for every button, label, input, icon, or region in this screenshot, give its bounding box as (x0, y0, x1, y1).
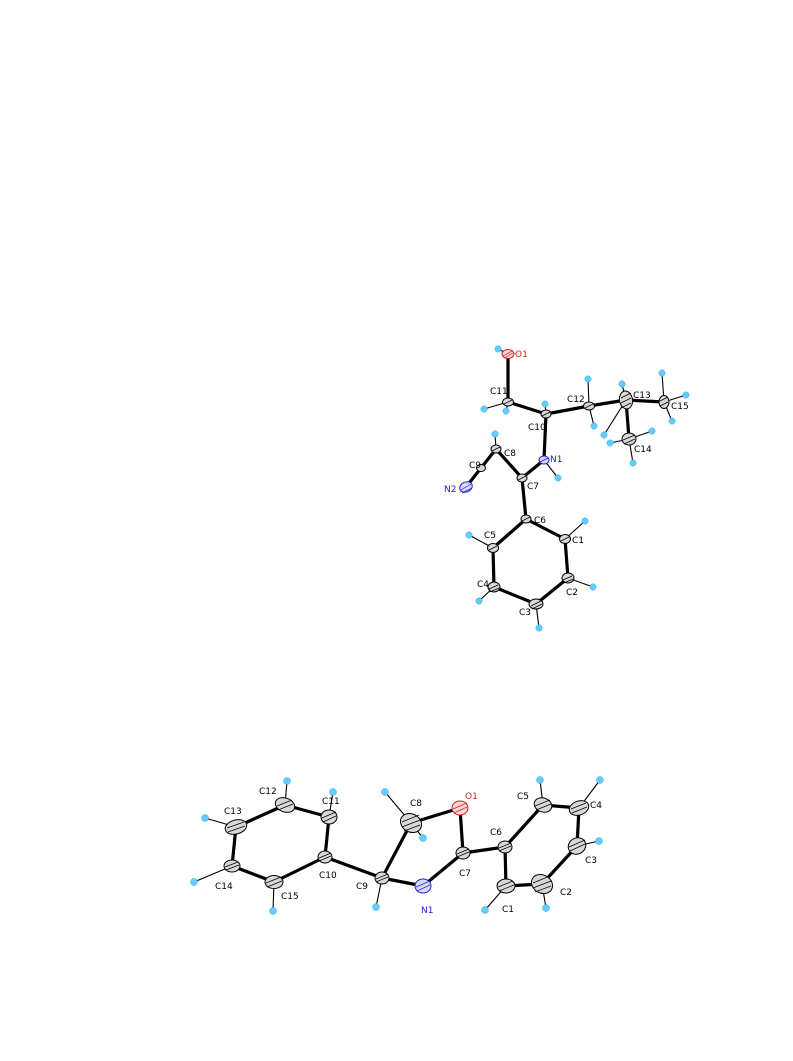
atom-c10 (540, 409, 552, 419)
label-c15: C15 (671, 402, 689, 412)
label2-c13: C13 (224, 807, 242, 817)
atom-c14 (621, 432, 637, 446)
label2-c7: C7 (459, 869, 471, 879)
label2-c15: C15 (281, 892, 299, 902)
label-c2: C2 (566, 588, 578, 598)
label2-c11: C11 (322, 797, 340, 807)
atom2-c7 (455, 846, 471, 860)
atom-c12 (583, 401, 595, 411)
label-c9: C9 (469, 461, 481, 471)
atom-c13 (618, 390, 634, 410)
atom2-c12 (274, 797, 296, 813)
atoms-1 (459, 349, 670, 610)
label2-n1: N1 (421, 906, 433, 916)
label2-c9: C9 (356, 882, 368, 892)
label-o1: O1 (515, 350, 528, 360)
label2-c5: C5 (517, 792, 529, 802)
atom-c4 (487, 581, 501, 593)
label-c5: C5 (484, 531, 496, 541)
atom2-c15 (264, 875, 284, 889)
labels-1: O1 C11 C10 C12 C13 C14 C15 N1 C8 C9 C7 N… (444, 350, 689, 618)
atom2-c1 (496, 878, 516, 894)
label2-c12: C12 (259, 787, 277, 797)
atom-c15 (658, 395, 670, 409)
label-c4: C4 (477, 580, 489, 590)
label-c13: C13 (633, 391, 651, 401)
atom-c7 (516, 473, 528, 483)
label-n2: N2 (444, 485, 456, 495)
atom-n2 (459, 481, 473, 494)
label2-o1: O1 (465, 792, 478, 802)
atoms-2 (223, 797, 590, 895)
label-n1: N1 (550, 455, 562, 465)
atom2-o1 (451, 800, 469, 816)
atom-c2 (561, 572, 575, 584)
label-c7: C7 (527, 482, 539, 492)
hydrogen-atoms-2 (190, 776, 604, 915)
label2-c1: C1 (502, 905, 514, 915)
atom2-c6 (497, 840, 513, 854)
label2-c2: C2 (560, 888, 572, 898)
atom2-c5 (533, 797, 553, 813)
atom-c11 (502, 397, 514, 407)
atom-c3 (528, 598, 544, 610)
label2-c6: C6 (490, 828, 502, 838)
label2-c3: C3 (585, 856, 597, 866)
label-c14: C14 (634, 445, 652, 455)
atom2-c13 (224, 819, 248, 835)
atom2-n1 (414, 878, 432, 894)
label2-c10: C10 (319, 871, 337, 881)
label2-c14: C14 (215, 882, 233, 892)
label-c6: C6 (534, 516, 546, 526)
label-c11: C11 (490, 387, 508, 397)
atom-c6 (520, 514, 532, 524)
structure-2: C12 C11 C8 O1 C5 C4 C13 C6 C3 C10 C9 C7 … (190, 776, 604, 916)
atom-c5 (487, 543, 499, 553)
label2-c4: C4 (590, 801, 602, 811)
hydrogen-atoms-1 (465, 345, 690, 632)
label-c1: C1 (572, 536, 584, 546)
atom2-c11 (320, 809, 338, 825)
label-c12: C12 (567, 395, 585, 405)
atom-n1 (538, 455, 550, 465)
labels-2: C12 C11 C8 O1 C5 C4 C13 C6 C3 C10 C9 C7 … (215, 787, 602, 916)
label-c10: C10 (528, 423, 546, 433)
atom-c9 (476, 464, 486, 472)
atom-c8 (490, 444, 502, 454)
atom2-c8 (399, 812, 423, 834)
atom2-c10 (317, 850, 333, 864)
atom-o1 (501, 349, 515, 359)
atom2-c2 (530, 873, 554, 895)
atom2-c9 (374, 871, 390, 885)
atom2-c4 (568, 800, 590, 816)
structure-1: O1 C11 C10 C12 C13 C14 C15 N1 C8 C9 C7 N… (444, 345, 690, 632)
atom2-c3 (567, 837, 587, 855)
atom-c1 (559, 534, 571, 544)
label-c8: C8 (504, 449, 516, 459)
label2-c8: C8 (410, 799, 422, 809)
label-c3: C3 (519, 608, 531, 618)
atom2-c14 (223, 859, 241, 873)
